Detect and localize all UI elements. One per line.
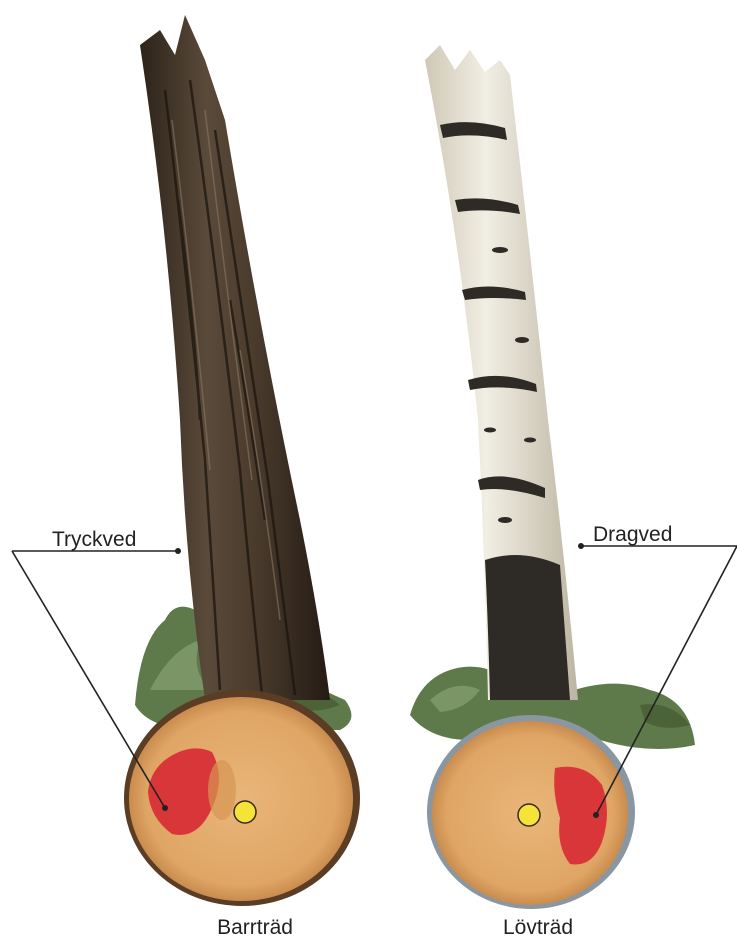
- conifer-caption: Barrträd: [217, 916, 293, 939]
- dragved-dot-log: [593, 812, 599, 818]
- tryckved-label: Tryckved: [52, 528, 136, 551]
- deciduous-caption: Lövträd: [503, 916, 573, 939]
- deciduous-pith: [518, 804, 540, 826]
- tryckved-dot-log: [162, 805, 168, 811]
- deciduous-tree: [410, 45, 695, 909]
- dragved-dot-trunk: [578, 543, 584, 549]
- conifer-tree: [124, 15, 360, 906]
- tryckved-dot-trunk: [175, 548, 181, 554]
- dragved-label: Dragved: [593, 523, 672, 546]
- conifer-pith: [234, 801, 256, 823]
